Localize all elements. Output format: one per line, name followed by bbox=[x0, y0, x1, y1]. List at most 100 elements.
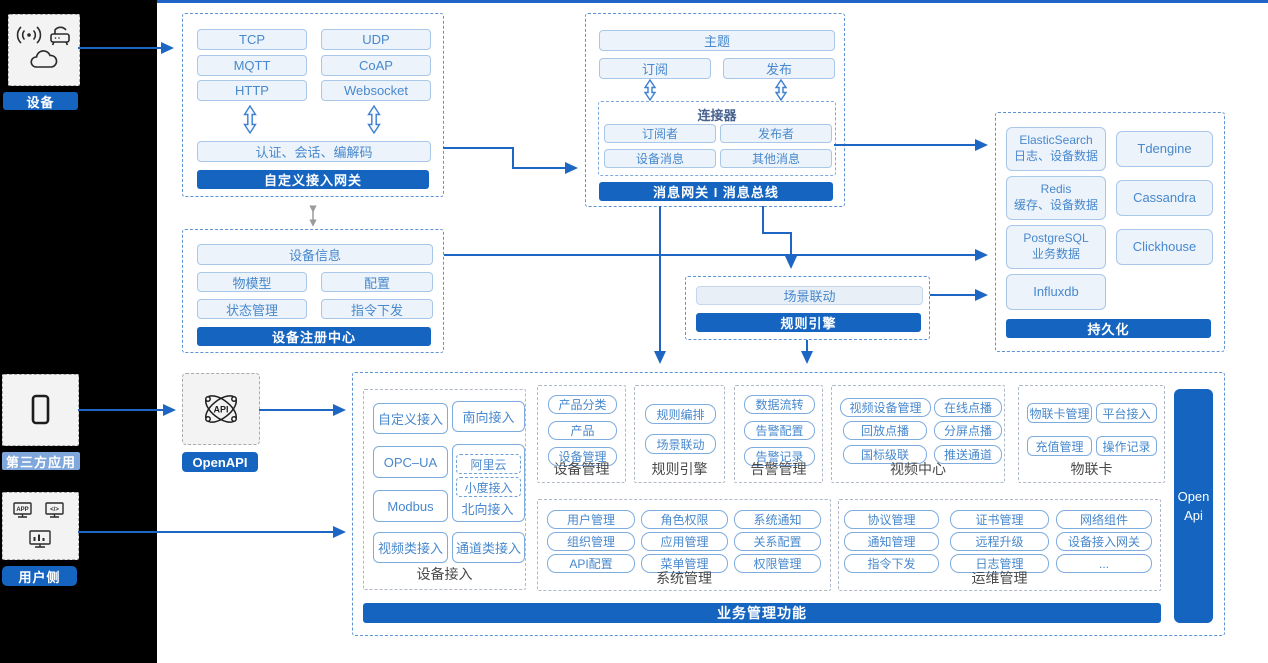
subscribe-pill: 订阅 bbox=[599, 58, 711, 79]
remote-upgrade-pill: 远程升级 bbox=[950, 532, 1049, 551]
store-clickhouse: Clickhouse bbox=[1116, 229, 1213, 265]
section-device-access: 自定义接入 南向接入 OPC–UA 阿里云 小度接入 北向接入 Modbus 视… bbox=[363, 389, 526, 590]
northbound-group-box: 阿里云 小度接入 北向接入 bbox=[452, 444, 525, 522]
scene-linkage-pill: 场景联动 bbox=[696, 286, 923, 305]
modbus-pill: Modbus bbox=[373, 490, 448, 522]
recharge-mgmt-pill: 充值管理 bbox=[1027, 436, 1092, 456]
video-center-label: 视频中心 bbox=[890, 461, 946, 477]
app-monitor-icon: APP bbox=[13, 502, 32, 518]
more-pill: ... bbox=[1056, 554, 1152, 573]
section-rule-engine: 规则编排 场景联动 规则引擎 bbox=[634, 385, 725, 483]
svg-text:</>: </> bbox=[50, 507, 59, 513]
business-box: 自定义接入 南向接入 OPC–UA 阿里云 小度接入 北向接入 Modbus 视… bbox=[352, 372, 1225, 636]
third-party-source-box bbox=[2, 374, 79, 446]
protocol-pill-websocket: Websocket bbox=[321, 80, 431, 101]
channel-access-pill: 通道类接入 bbox=[452, 532, 525, 563]
subscriber-pill: 订阅者 bbox=[604, 124, 716, 143]
device-mgmt-label: 设备管理 bbox=[553, 461, 610, 477]
device-source-box bbox=[8, 14, 80, 86]
cloud-icon bbox=[30, 50, 58, 68]
role-permission-pill: 角色权限 bbox=[641, 510, 728, 529]
store-influxdb: Influxdb bbox=[1006, 274, 1106, 310]
xiaodu-access-pill: 小度接入 bbox=[456, 477, 521, 497]
alarm-config-pill: 告警配置 bbox=[744, 421, 815, 440]
online-vod-pill: 在线点播 bbox=[934, 398, 1002, 417]
device-mgmt-pill: 设备管理 bbox=[548, 447, 617, 466]
rule-engine-box: 场景联动 规则引擎 bbox=[685, 276, 930, 340]
router-icon bbox=[50, 26, 70, 46]
device-icons bbox=[16, 26, 70, 68]
openapi-box: API bbox=[182, 373, 260, 445]
product-pill: 产品 bbox=[548, 421, 617, 440]
product-category-pill: 产品分类 bbox=[548, 395, 617, 414]
protocol-pill-coap: CoAP bbox=[321, 55, 431, 76]
command-dispatch-pill: 指令下发 bbox=[321, 299, 433, 319]
video-access-pill: 视频类接入 bbox=[373, 532, 448, 563]
protocol-mgmt-pill: 协议管理 bbox=[844, 510, 939, 529]
state-mgmt-pill: 状态管理 bbox=[197, 299, 307, 319]
message-gateway-title: 消息网关 I 消息总线 bbox=[599, 182, 833, 201]
svg-text:API: API bbox=[213, 405, 228, 415]
device-access-label: 设备接入 bbox=[416, 566, 473, 582]
protocol-pill-tcp: TCP bbox=[197, 29, 307, 50]
openapi-label: OpenAPI bbox=[182, 452, 258, 472]
relation-config-pill: 关系配置 bbox=[734, 532, 821, 551]
device-label: 设备 bbox=[3, 92, 78, 110]
user-side-icons: APP </> bbox=[13, 502, 64, 548]
notice-mgmt-pill: 通知管理 bbox=[844, 532, 939, 551]
api-atom-icon: API bbox=[205, 395, 237, 423]
user-mgmt-pill: 用户管理 bbox=[547, 510, 635, 529]
section-system-mgmt: 用户管理 角色权限 系统通知 组织管理 应用管理 关系配置 API配置 菜单管理… bbox=[537, 499, 831, 591]
device-registry-box: 设备信息 物模型 配置 状态管理 指令下发 设备注册中心 bbox=[182, 229, 444, 353]
custom-gateway-box: TCP UDP MQTT CoAP HTTP Websocket 认证、会话、编… bbox=[182, 13, 444, 197]
aliyun-pill: 阿里云 bbox=[456, 454, 521, 474]
device-access-gateway-pill: 设备接入网关 bbox=[1056, 532, 1152, 551]
third-party-label: 第三方应用 bbox=[2, 452, 80, 470]
api-config-pill: API配置 bbox=[547, 554, 635, 573]
protocol-pill-mqtt: MQTT bbox=[197, 55, 307, 76]
user-side-label: 用户侧 bbox=[2, 566, 77, 586]
playback-vod-pill: 回放点播 bbox=[843, 421, 927, 440]
alarm-record-pill: 告警记录 bbox=[744, 447, 815, 466]
user-side-source-box: APP </> bbox=[2, 492, 79, 560]
svg-text:APP: APP bbox=[16, 507, 28, 513]
config-pill: 配置 bbox=[321, 272, 433, 292]
splitscreen-vod-pill: 分屏点播 bbox=[934, 421, 1002, 440]
auth-session-codec-pill: 认证、会话、编解码 bbox=[197, 141, 431, 162]
alarm-mgmt-label: 告警管理 bbox=[750, 461, 807, 477]
section-iot-card: 物联卡管理 平台接入 充值管理 操作记录 物联卡 bbox=[1018, 385, 1165, 483]
other-message-pill: 其他消息 bbox=[720, 149, 832, 168]
system-mgmt-label: 系统管理 bbox=[656, 570, 712, 586]
protocol-pill-udp: UDP bbox=[321, 29, 431, 50]
data-flow-pill: 数据流转 bbox=[744, 395, 815, 414]
gb-cascade-pill: 国标级联 bbox=[843, 445, 927, 464]
section-ops-mgmt: 协议管理 证书管理 网络组件 通知管理 远程升级 设备接入网关 指令下发 日志管… bbox=[838, 499, 1161, 591]
push-channel-pill: 推送通道 bbox=[934, 445, 1002, 464]
thing-model-pill: 物模型 bbox=[197, 272, 307, 292]
cert-mgmt-pill: 证书管理 bbox=[950, 510, 1049, 529]
publish-pill: 发布 bbox=[723, 58, 835, 79]
code-monitor-icon: </> bbox=[45, 502, 64, 518]
permission-mgmt-pill: 权限管理 bbox=[734, 554, 821, 573]
signal-icon bbox=[16, 26, 42, 44]
northbound-access-label: 北向接入 bbox=[461, 501, 514, 517]
rule-engine-label: 规则引擎 bbox=[651, 461, 708, 477]
iot-card-label: 物联卡 bbox=[1070, 461, 1113, 477]
app-mgmt-pill: 应用管理 bbox=[641, 532, 728, 551]
message-gateway-box: 主题 订阅 发布 连接器 订阅者 发布者 设备消息 其他消息 消息网关 I 消息… bbox=[585, 13, 845, 207]
operation-record-pill: 操作记录 bbox=[1096, 436, 1157, 456]
section-device-mgmt: 产品分类 产品 设备管理 设备管理 bbox=[537, 385, 626, 483]
business-title-bar: 业务管理功能 bbox=[363, 603, 1161, 623]
connector-box: 连接器 订阅者 发布者 设备消息 其他消息 bbox=[598, 101, 836, 176]
protocol-pill-http: HTTP bbox=[197, 80, 307, 101]
log-mgmt-pill: 日志管理 bbox=[950, 554, 1049, 573]
device-message-pill: 设备消息 bbox=[604, 149, 716, 168]
open-api-bar: Open Api bbox=[1174, 389, 1213, 623]
menu-mgmt-pill: 菜单管理 bbox=[641, 554, 728, 573]
chart-monitor-icon bbox=[29, 530, 51, 548]
store-tdengine: Tdengine bbox=[1116, 131, 1213, 167]
